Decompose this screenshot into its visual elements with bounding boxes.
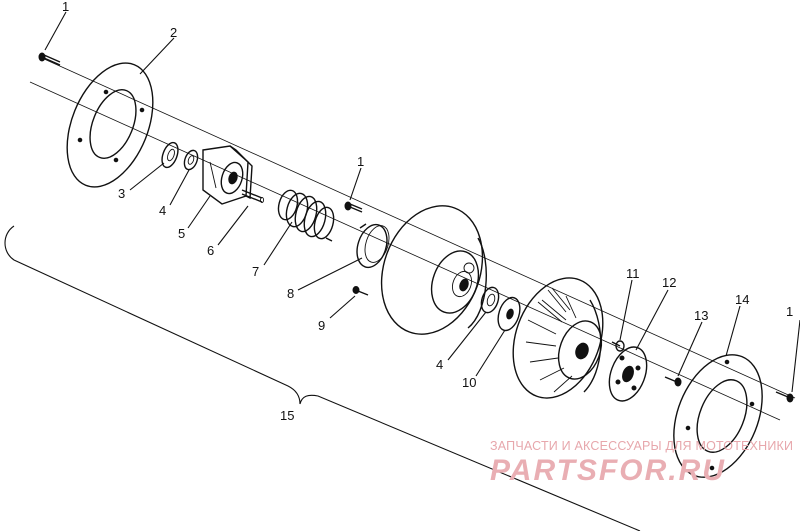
watermark: ЗАПЧАСТИ И АКСЕССУАРЫ ДЛЯ МОТОТЕХНИКИ PA… [490, 439, 793, 487]
callout-2: 2 [170, 25, 177, 40]
assembly-brace-15 [4, 225, 641, 531]
pin-part-11 [611, 340, 625, 352]
callout-3: 3 [118, 186, 125, 201]
callout-9: 9 [318, 318, 325, 333]
cover-plate-part-14 [673, 354, 763, 478]
bolt-part-1-middle [344, 201, 363, 213]
callout-4-upper: 4 [159, 203, 166, 218]
callout-1-right: 1 [786, 304, 793, 319]
spring-part-7 [277, 189, 335, 242]
callout-1-top-left: 1 [62, 0, 69, 14]
callout-14: 14 [735, 292, 749, 307]
fixed-sheave-fan [512, 277, 604, 399]
screw-part-9 [352, 286, 369, 296]
callout-1-middle: 1 [357, 154, 364, 169]
pin-part-6 [241, 189, 265, 203]
watermark-tagline: ЗАПЧАСТИ И АКСЕССУАРЫ ДЛЯ МОТОТЕХНИКИ [490, 439, 793, 453]
callout-13: 13 [694, 308, 708, 323]
leader-lines [44, 11, 800, 393]
callout-4-lower: 4 [436, 357, 443, 372]
assembly-axis [29, 57, 796, 421]
callout-7: 7 [252, 264, 259, 279]
callout-11: 11 [626, 266, 640, 281]
callout-6: 6 [207, 243, 214, 258]
bolt-part-13 [664, 376, 682, 387]
callout-numbers: 1 2 3 4 5 6 7 8 1 9 4 10 11 12 13 14 1 1… [62, 0, 793, 423]
movable-sheave [380, 205, 487, 335]
bolt-part-1-left [38, 52, 61, 66]
flat-washer-part-10 [497, 296, 521, 332]
cover-plate-part-2 [66, 62, 154, 188]
callout-12: 12 [662, 275, 676, 290]
callout-10: 10 [462, 375, 476, 390]
callout-8: 8 [287, 286, 294, 301]
callout-15: 15 [280, 408, 294, 423]
callout-5: 5 [178, 226, 185, 241]
bushing-part-4-upper [183, 149, 199, 171]
bolt-part-1-right [775, 391, 794, 403]
washer-part-3 [161, 141, 179, 169]
watermark-brand: PARTSFOR.RU [490, 454, 726, 487]
ring-sleeve-part-8 [356, 223, 390, 269]
